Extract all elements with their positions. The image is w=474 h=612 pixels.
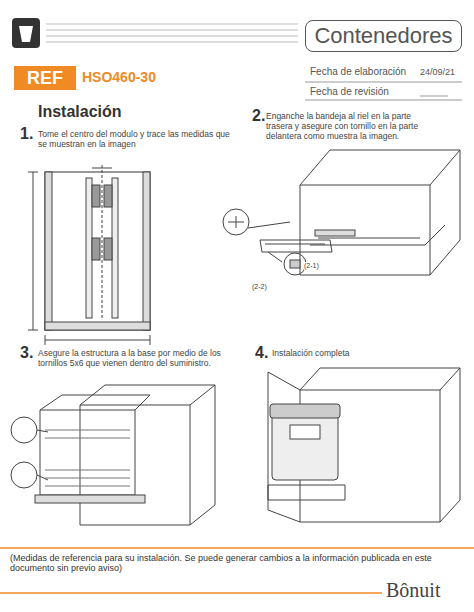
step-text: Enganche la bandeja al riel en la parte … <box>266 112 426 141</box>
step-text: Tome el centro del modulo y trace las me… <box>38 130 233 150</box>
step-text: Asegure la estructura a la base por medi… <box>38 349 223 369</box>
callout-number: (2-1) <box>304 262 334 270</box>
node-text: Contenedores <box>314 23 452 49</box>
step-number: 1. <box>20 125 38 143</box>
step-number: 3. <box>20 344 38 362</box>
ref-code: HSO460-30 <box>82 69 202 85</box>
callout-number: (2-2) <box>252 283 282 291</box>
footer-note: (Medidas de referencia para su instalaci… <box>10 553 460 574</box>
step-number: 4. <box>255 344 273 362</box>
step-text: Instalación completa <box>272 349 422 359</box>
ref-badge: REF <box>14 66 76 90</box>
title-box: Contenedores <box>305 20 462 52</box>
field-value: 24/09/21 <box>420 67 462 77</box>
section-heading: Instalación <box>38 103 178 121</box>
node-text: REF <box>27 68 63 89</box>
brand-name: Bônuit <box>386 579 466 602</box>
field-label: Fecha de elaboración <box>310 66 420 78</box>
field-label: Fecha de revisión <box>310 86 420 98</box>
